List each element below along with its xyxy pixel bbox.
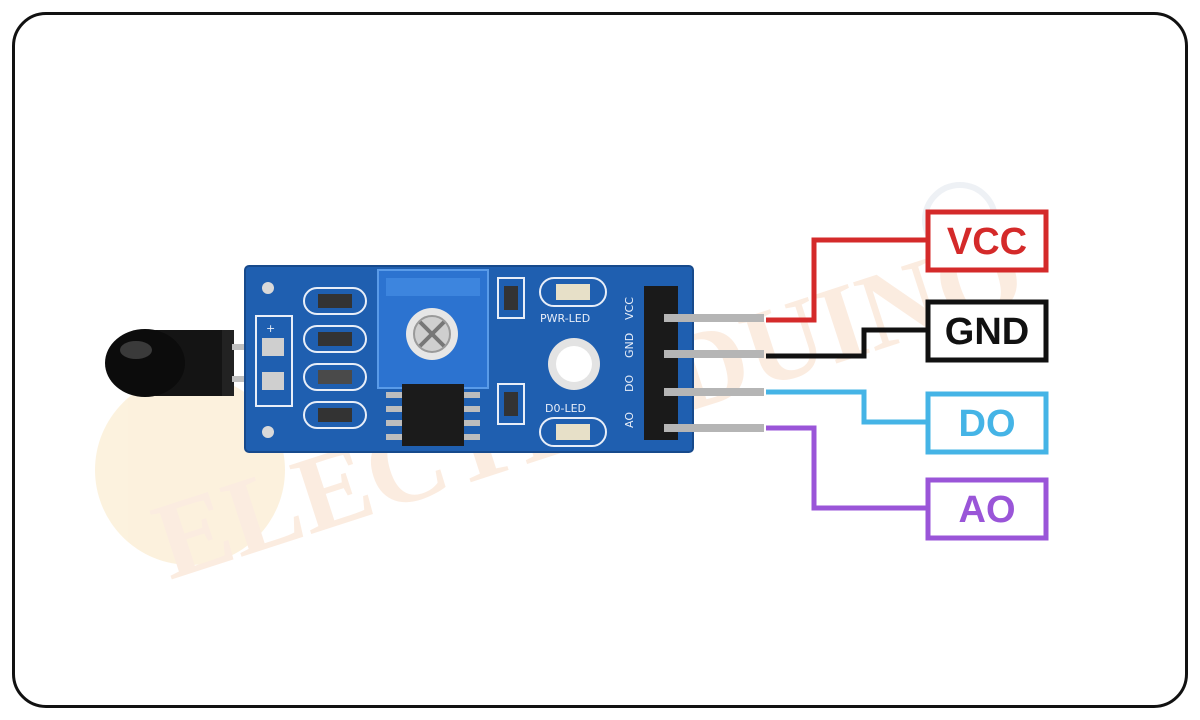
wire-gnd (766, 327, 928, 359)
pin-label-vcc: VCC (947, 221, 1027, 263)
signal-led: D0-LED (539, 402, 607, 447)
svg-text:+: + (266, 322, 275, 335)
svg-text:DO: DO (623, 375, 636, 392)
comparator-chip (386, 384, 480, 446)
pin-box-ao (925, 477, 1049, 541)
wire-do (766, 389, 928, 425)
svg-text:GND: GND (623, 333, 636, 358)
pin-box-gnd (925, 299, 1049, 363)
pin-box-do (925, 391, 1049, 455)
d0-led-label: D0-LED (545, 402, 586, 415)
pin-label-gnd: GND (945, 311, 1029, 353)
wire-ao (766, 425, 928, 511)
potentiometer (377, 269, 489, 389)
pinout-labels: VCC GND DO AO (766, 209, 1049, 541)
power-led: PWR-LED (539, 277, 607, 325)
pin-label-do: DO (959, 403, 1016, 445)
pin-label-ao: AO (959, 489, 1016, 531)
smd-components (303, 287, 367, 429)
pwr-led-label: PWR-LED (540, 312, 590, 325)
svg-text:AO: AO (623, 412, 636, 428)
svg-text:VCC: VCC (623, 297, 636, 320)
header-silkscreen: VCC GND DO AO (623, 297, 636, 428)
pin-box-vcc (925, 209, 1049, 273)
sensor-module-board: + (244, 265, 764, 453)
pin-header (644, 286, 764, 440)
wire-vcc (766, 237, 928, 323)
